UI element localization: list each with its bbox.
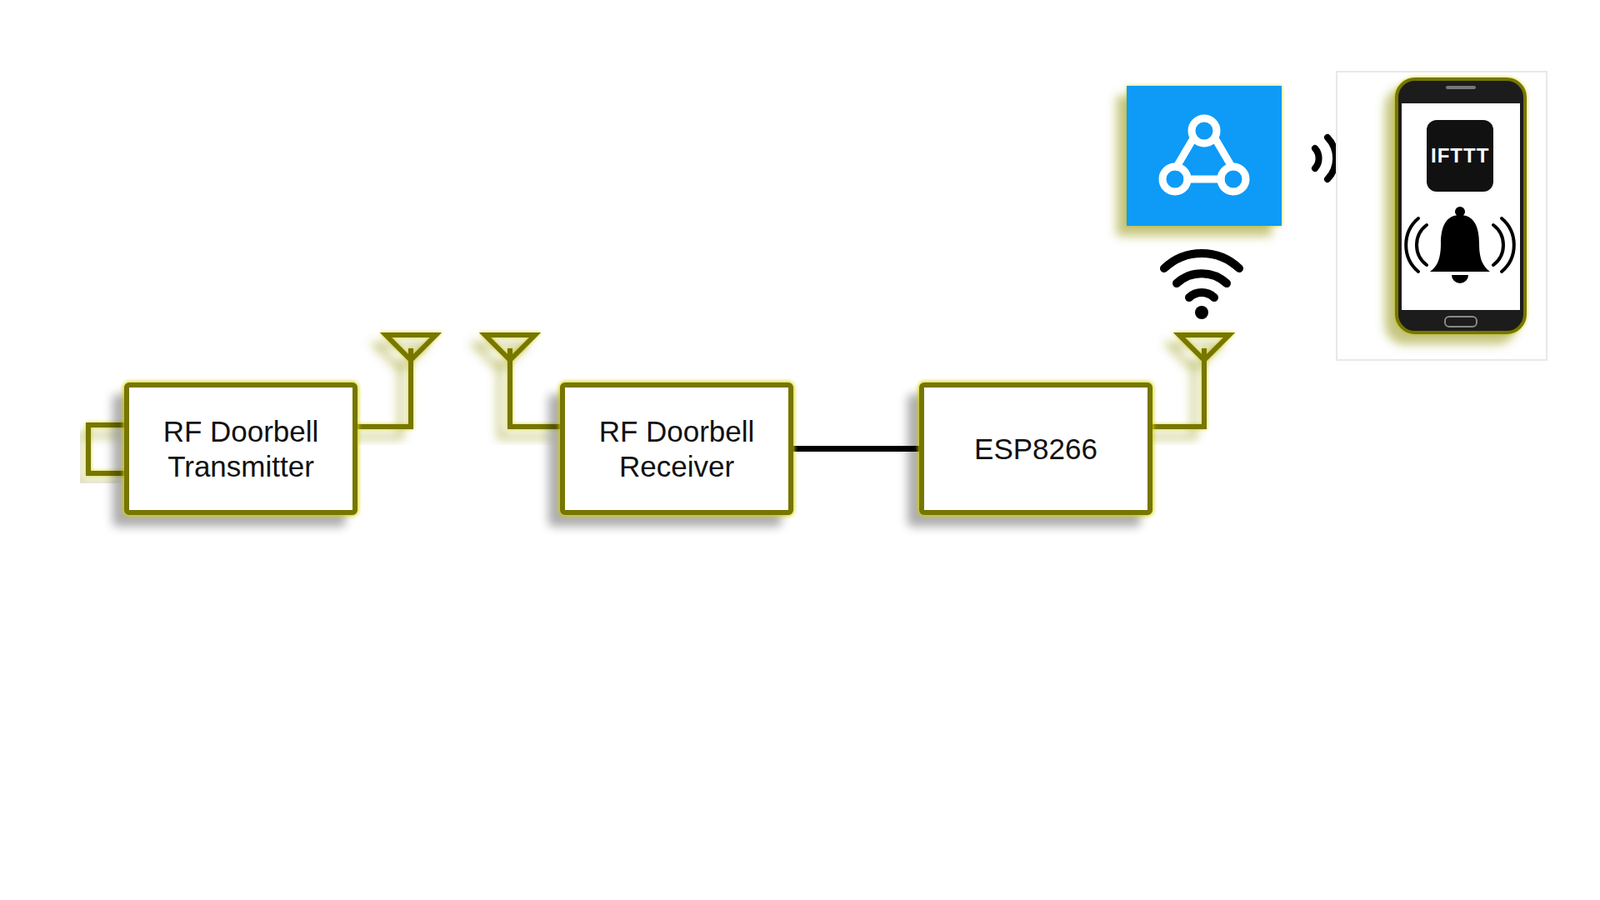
webhook-symbol [1162,118,1246,192]
process-box: RF Doorbell Receiver [560,382,794,515]
app-icon [1426,120,1494,192]
push-switch [88,425,130,474]
phone-screen [1401,103,1520,310]
process-box: RF Doorbell Transmitter [124,382,358,515]
wifi-symbol [1164,253,1240,298]
app-name: IFTTT [1430,144,1490,168]
phone [1396,79,1525,333]
box-label: RF Doorbell Transmitter [140,414,341,485]
phone-button [1445,316,1477,327]
wifi-dot [1195,305,1209,320]
box-label: ESP8266 [935,431,1136,467]
webhook-icon [1126,85,1282,226]
bell-icon [1405,206,1515,284]
process-box: ESP8266 [919,382,1153,515]
box-label: RF Doorbell Receiver [576,414,777,485]
wire [793,445,920,452]
phone-backdrop [1336,71,1547,360]
phone-speaker [1445,85,1476,90]
